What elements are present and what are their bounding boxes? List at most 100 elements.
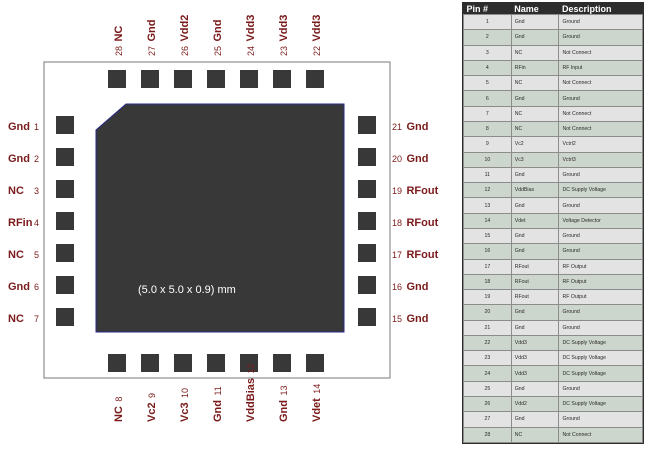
pin-label-19: 19 RFout: [392, 181, 439, 198]
pin-label-21: 21 Gnd: [392, 117, 428, 134]
cell-name: Vdd2: [510, 396, 560, 413]
cell-pin-number: 12: [463, 182, 512, 199]
pad-pin-27: [141, 70, 159, 88]
pin-label-22: 22 Vdd3: [307, 15, 324, 56]
cell-pin-number: 3: [463, 44, 512, 61]
pad-pin-9: [141, 354, 159, 372]
cell-pin-number: 21: [463, 319, 512, 336]
pad-pin-12: [240, 354, 258, 372]
cell-name: Gnd: [510, 227, 560, 245]
pad-pin-8: [108, 354, 126, 372]
cell-name: Gnd: [510, 380, 560, 398]
cell-name: RFout: [510, 258, 560, 275]
pad-pin-24: [240, 70, 258, 88]
cell-description: Ground: [558, 166, 643, 184]
cell-name: Vdd3: [510, 350, 560, 367]
pin-label-24: 24 Vdd3: [241, 15, 258, 56]
cell-description: RF Input: [558, 59, 643, 77]
cell-pin-number: 13: [463, 197, 512, 214]
pin-label-20: 20 Gnd: [392, 149, 428, 166]
pin-label-18: 18 RFout: [392, 213, 439, 230]
pad-pin-11: [207, 354, 225, 372]
cell-name: RFin: [510, 59, 560, 77]
header-name: Name: [511, 3, 559, 15]
pad-pin-19: [358, 180, 376, 198]
cell-description: Ground: [558, 13, 643, 31]
pad-pin-23: [273, 70, 291, 88]
cell-pin-number: 16: [463, 243, 512, 260]
package-dimensions-label: (5.0 x 5.0 x 0.9) mm: [138, 284, 236, 296]
pad-pin-28: [108, 70, 126, 88]
cell-pin-number: 8: [463, 120, 512, 138]
cell-description: Ground: [558, 411, 643, 428]
pin-label-11: Gnd 11: [208, 386, 225, 422]
cell-pin-number: 11: [463, 166, 512, 184]
cell-pin-number: 17: [463, 258, 512, 275]
cell-name: NC: [510, 105, 560, 122]
pad-pin-16: [358, 276, 376, 294]
pin-label-23: 23 Vdd3: [274, 15, 291, 56]
cell-description: Not Connect: [558, 120, 643, 138]
cell-description: DC Supply Voltage: [558, 350, 643, 367]
cell-pin-number: 14: [463, 212, 512, 229]
pad-pin-4: [56, 212, 74, 230]
cell-description: DC Supply Voltage: [558, 334, 643, 352]
cell-name: Gnd: [510, 13, 560, 31]
cell-pin-number: 2: [463, 29, 512, 46]
cell-name: Vdd3: [510, 365, 560, 382]
cell-description: RF Output: [558, 289, 643, 306]
cell-description: Ground: [558, 380, 643, 398]
cell-name: NC: [510, 426, 560, 444]
pad-pin-2: [56, 148, 74, 166]
pad-pin-13: [273, 354, 291, 372]
cell-pin-number: 22: [463, 334, 512, 352]
pad-pin-17: [358, 244, 376, 262]
pin-label-27: 27 Gnd: [142, 20, 159, 56]
cell-pin-number: 28: [463, 426, 512, 444]
pad-pin-3: [56, 180, 74, 198]
pad-pin-22: [306, 70, 324, 88]
pin-label-8: NC 8: [109, 397, 126, 422]
cell-name: Gnd: [510, 197, 560, 214]
cell-pin-number: 15: [463, 227, 512, 245]
pin-label-13: Gnd 13: [274, 386, 291, 422]
cell-pin-number: 6: [463, 90, 512, 107]
pin-label-10: Vc3 10: [175, 388, 192, 422]
cell-name: Gnd: [510, 90, 560, 107]
cell-description: Ground: [558, 243, 643, 260]
cell-pin-number: 20: [463, 304, 512, 321]
cell-pin-number: 26: [463, 396, 512, 413]
pad-pin-1: [56, 116, 74, 134]
exposed-pad: [95, 103, 345, 333]
pin-label-16: 16 Gnd: [392, 277, 428, 294]
cell-description: Not Connect: [558, 105, 643, 122]
pad-pin-15: [358, 308, 376, 326]
pad-pin-26: [174, 70, 192, 88]
cell-name: Gnd: [510, 243, 560, 260]
cell-description: DC Supply Voltage: [558, 365, 643, 382]
cell-description: DC Supply Voltage: [558, 396, 643, 413]
cell-name: NC: [510, 44, 560, 61]
